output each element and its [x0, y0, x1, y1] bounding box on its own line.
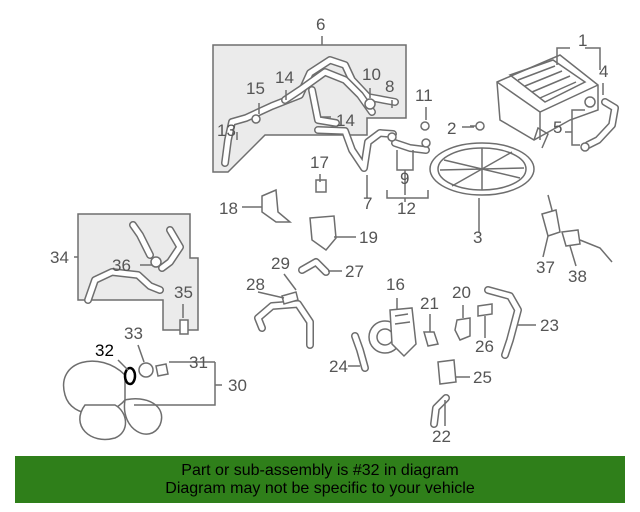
- leader-lines: [74, 36, 604, 426]
- sensors-37-38: [541, 194, 613, 263]
- part-label-17: 17: [310, 153, 329, 172]
- hose-group-6: [212, 44, 407, 173]
- part-label-29: 29: [271, 254, 290, 273]
- part-label-26: 26: [475, 337, 494, 356]
- part-label-20: 20: [452, 283, 471, 302]
- misc-parts: [351, 286, 522, 428]
- part-label-31: 31: [189, 353, 208, 372]
- part-label-14b: 14: [336, 111, 355, 130]
- part-label-35: 35: [174, 283, 193, 302]
- bracket-18: [261, 179, 327, 223]
- pump-16: [368, 307, 417, 358]
- canister-1: [470, 54, 619, 152]
- part-label-30: 30: [228, 376, 247, 395]
- part-label-19: 19: [359, 228, 378, 247]
- part-label-27: 27: [345, 262, 364, 281]
- part-label-14: 14: [275, 68, 294, 87]
- bracket-19: [309, 215, 337, 252]
- part-label-13: 13: [217, 121, 236, 140]
- part-label-23: 23: [540, 316, 559, 335]
- part-label-4: 4: [599, 62, 608, 81]
- part-label-28: 28: [246, 275, 265, 294]
- part-label-2: 2: [447, 119, 456, 138]
- part-label-36: 36: [112, 256, 131, 275]
- part-label-22: 22: [432, 427, 451, 446]
- part-labels: 1234567891011121314141516171819202122232…: [50, 15, 608, 446]
- part-label-25: 25: [473, 368, 492, 387]
- part-label-38: 38: [568, 267, 587, 286]
- part-32-o-ring: [123, 366, 137, 386]
- hose-7: [314, 121, 431, 172]
- part-label-11: 11: [415, 86, 433, 105]
- part-label-24: 24: [329, 357, 348, 376]
- part-label-8: 8: [385, 77, 394, 96]
- banner-line-1: Part or sub-assembly is #32 in diagram: [181, 461, 459, 479]
- part-label-34: 34: [50, 248, 69, 267]
- part-label-37: 37: [536, 258, 555, 277]
- housing-30: [62, 360, 169, 441]
- part-label-6: 6: [316, 15, 325, 34]
- part-label-33: 33: [124, 324, 143, 343]
- part-label-15: 15: [246, 79, 265, 98]
- hose-28: [254, 258, 330, 349]
- part-label-1: 1: [578, 31, 587, 50]
- part-label-3: 3: [473, 228, 482, 247]
- filter-cover-3: [429, 142, 535, 196]
- part-label-10: 10: [362, 65, 381, 84]
- part-label-32: 32: [95, 341, 114, 360]
- part-label-21: 21: [420, 294, 439, 313]
- parts-diagram: 1234567891011121314141516171819202122232…: [50, 15, 619, 446]
- part-label-5: 5: [553, 118, 562, 137]
- info-banner: Part or sub-assembly is #32 in diagram D…: [15, 456, 625, 503]
- banner-line-2: Diagram may not be specific to your vehi…: [165, 479, 475, 497]
- part-label-16: 16: [386, 275, 405, 294]
- part-label-18: 18: [219, 199, 238, 218]
- part-label-12: 12: [397, 199, 416, 218]
- part-label-9: 9: [400, 169, 409, 188]
- hose-group-34: [77, 213, 199, 335]
- part-label-7: 7: [363, 194, 372, 213]
